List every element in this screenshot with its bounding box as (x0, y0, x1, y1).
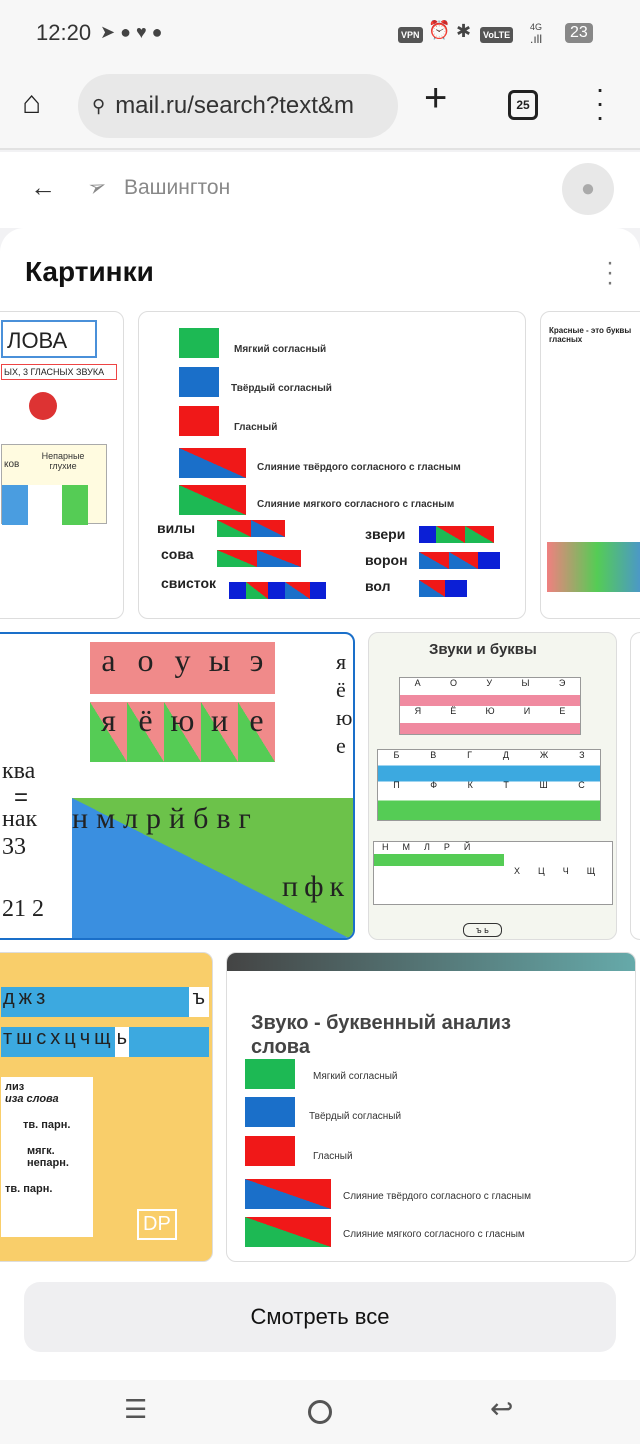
home-nav-icon[interactable] (308, 1400, 332, 1424)
url-text[interactable]: mail.ru/search?text&m (115, 92, 354, 119)
signal-icon: .ıll (530, 32, 542, 46)
back-nav-icon[interactable]: ↩ (490, 1393, 514, 1424)
menu-icon[interactable]: ··· (595, 73, 605, 132)
thumb-text: = (14, 784, 29, 811)
location-label[interactable]: Вашингтон (124, 176, 231, 199)
volte-icon: VoLTE (480, 27, 514, 43)
thumb-table: ков Непарные глухие (1, 444, 107, 525)
thumb-text: Мягкий согласный (313, 1071, 398, 1082)
network-type: 4G (530, 22, 543, 32)
thumb-text: свисток (161, 575, 217, 591)
thumb-text: ков (4, 459, 20, 470)
location-icon: ➢ (84, 171, 110, 202)
thumb-text: ЫХ, 3 ГЛАСНЫХ ЗВУКА (1, 364, 117, 380)
image-thumbnail[interactable] (630, 632, 640, 940)
more-options-icon[interactable]: ··· (606, 249, 614, 296)
thumb-text: Твёрдый согласный (231, 383, 332, 394)
browser-toolbar: ⌂ ⚲ mail.ru/search?text&m + 25 ··· (0, 66, 640, 150)
tabs-button[interactable]: 25 (508, 90, 538, 120)
status-bar: 12:20 ➤ ● ♥ ● VPN ⏰ ✱ VoLTE 4G .ıll 23 (0, 0, 640, 66)
thumb-text: Твёрдый согласный (309, 1111, 402, 1122)
address-bar[interactable]: ⚲ mail.ru/search?text&m (78, 74, 398, 138)
logo: DP (137, 1209, 177, 1240)
thumb-text: ворон (365, 552, 408, 568)
thumb-text: Звуки и буквы (429, 641, 537, 658)
consonant-grid (72, 798, 353, 938)
clock: 12:20 (36, 20, 92, 45)
thumb-shape (29, 392, 57, 420)
site-settings-icon[interactable]: ⚲ (92, 95, 106, 116)
new-tab-icon[interactable]: + (424, 76, 448, 120)
thumb-text: ЛОВА (1, 320, 97, 358)
recent-apps-icon[interactable]: ☰ (124, 1394, 148, 1424)
thumb-text: 21 2 (2, 896, 44, 922)
image-thumbnail[interactable]: Мягкий согласный Твёрдый согласный Гласн… (138, 311, 526, 619)
thumb-text: звери (365, 526, 406, 542)
image-thumbnail[interactable]: Звуко - буквенный анализ слова Мягкий со… (226, 952, 636, 1262)
thumb-text: вилы (157, 520, 196, 536)
thumb-text: Слияние мягкого согласного с гласным (343, 1229, 525, 1240)
thumb-text: вол (365, 578, 391, 594)
notification-icons: ➤ ● ♥ ● (100, 22, 163, 42)
thumb-text: Звуко - буквенный анализ слова (251, 1012, 511, 1058)
alarm-icon: ⏰ (428, 20, 451, 40)
bluetooth-icon: ✱ (456, 21, 472, 41)
avatar[interactable]: ● (562, 163, 614, 215)
search-header: ← ➢ Вашингтон ● (0, 152, 640, 228)
thumb-text: Непарные глухие (41, 451, 85, 471)
thumb-text: Мягкий согласный (234, 344, 327, 355)
thumb-text: ква (2, 758, 36, 784)
see-all-button[interactable]: Смотреть все (24, 1282, 616, 1352)
back-icon[interactable]: ← (30, 172, 56, 202)
image-thumbnail[interactable]: Красные - это буквы гласных (540, 311, 640, 619)
image-thumbnail[interactable]: ЛОВА ЫХ, 3 ГЛАСНЫХ ЗВУКА ков Непарные гл… (0, 311, 124, 619)
thumb-text: нак (2, 806, 38, 832)
thumb-text: 33 (2, 834, 26, 860)
section-title: Картинки (25, 256, 154, 287)
battery-icon: 23 (565, 23, 593, 43)
home-icon[interactable]: ⌂ (22, 84, 42, 120)
thumb-text: ъ ь (463, 923, 502, 937)
thumb-text: Слияние твёрдого согласного с гласным (343, 1191, 531, 1202)
thumb-text: Гласный (234, 422, 278, 433)
system-nav-bar: ☰ ↩ (0, 1380, 640, 1444)
thumb-text: Гласный (313, 1151, 353, 1162)
thumb-text: Слияние твёрдого согласного с гласным (257, 462, 461, 473)
thumb-text: Красные - это буквы гласных (549, 326, 632, 344)
vpn-icon: VPN (398, 27, 423, 43)
thumb-text: сова (161, 546, 194, 562)
thumb-text: Слияние мягкого согласного с гласным (257, 499, 455, 510)
